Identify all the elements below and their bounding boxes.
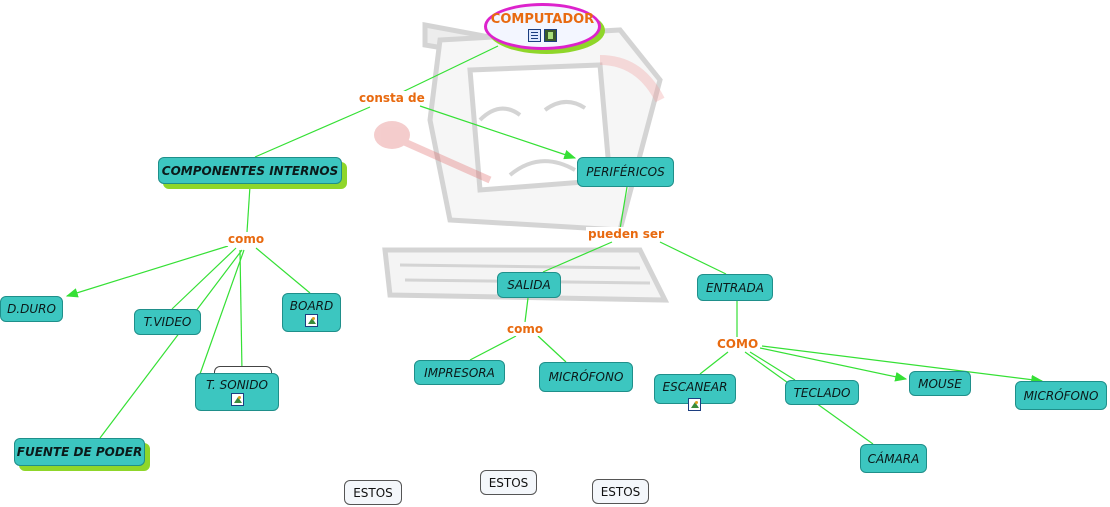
link-como-board: [255, 247, 311, 294]
concept-impresora[interactable]: IMPRESORA: [414, 360, 505, 385]
link-como-escanear: [699, 351, 729, 375]
concept-label: IMPRESORA: [424, 365, 495, 380]
concept-label: SALIDA: [507, 278, 551, 292]
concept-label: CÁMARA: [867, 451, 920, 466]
concept-label: T. SONIDO: [206, 378, 268, 392]
link-consta-componentes: [254, 106, 371, 158]
root-resource-icons: [528, 28, 557, 42]
concept-entrada[interactable]: ENTRADA: [697, 274, 773, 301]
linking-phrase-como-internos: como: [226, 232, 267, 246]
image-resource-icon[interactable]: [688, 398, 701, 411]
concept-escanear[interactable]: ESCANEAR: [654, 374, 736, 404]
concept-teclado[interactable]: TECLADO: [785, 380, 859, 405]
concept-label: D.DURO: [7, 302, 56, 316]
estos-button-1[interactable]: ESTOS: [344, 480, 402, 505]
concept-label: MICRÓFONO: [548, 370, 624, 384]
concept-label: MICRÓFONO: [1023, 388, 1099, 403]
root-concept-label: COMPUTADOR: [490, 11, 595, 27]
image-resource-icon[interactable]: [305, 313, 318, 327]
concept-perifericos[interactable]: PERIFÉRICOS: [577, 157, 674, 187]
concept-label: FUENTE DE PODER: [16, 445, 143, 459]
concept-fuente-de-poder[interactable]: FUENTE DE PODER: [14, 438, 145, 466]
link-root-consta: [391, 45, 499, 98]
link-pueden-salida: [542, 241, 613, 273]
estos-button-2[interactable]: ESTOS: [480, 470, 537, 495]
link-salida-como: [524, 297, 529, 323]
concept-label: ENTRADA: [706, 280, 764, 295]
link-como-teclado: [749, 351, 796, 381]
estos-button-3[interactable]: ESTOS: [592, 479, 649, 504]
link-como-tsonido-a: [239, 249, 243, 373]
concept-label: ESCANEAR: [662, 380, 728, 394]
link-como-microfono-s: [537, 335, 567, 363]
concept-mouse[interactable]: MOUSE: [909, 371, 971, 396]
concept-salida[interactable]: SALIDA: [497, 272, 561, 298]
linking-phrase-como-salida: como: [505, 322, 546, 336]
link-como-impresora: [469, 335, 517, 361]
concept-microfono-salida[interactable]: MICRÓFONO: [539, 362, 633, 392]
link-pueden-entrada: [659, 241, 727, 275]
image-resource-icon[interactable]: [230, 393, 244, 406]
root-concept-computador[interactable]: COMPUTADOR: [484, 3, 601, 50]
concept-board[interactable]: BOARD: [282, 293, 341, 332]
concept-t-video[interactable]: T.VIDEO: [134, 309, 201, 335]
link-componentes-como: [246, 185, 251, 233]
concept-label: TECLADO: [793, 385, 851, 400]
linking-phrase-pueden-ser: pueden ser: [586, 227, 666, 241]
video-icon[interactable]: [544, 28, 557, 42]
concept-t-sonido[interactable]: T. SONIDO: [195, 373, 279, 411]
linking-phrase-consta-de: consta de: [357, 91, 427, 105]
link-como-dduro: [65, 245, 229, 298]
concept-label: BOARD: [289, 298, 334, 313]
concept-d-duro[interactable]: D.DURO: [0, 296, 63, 322]
link-como-fuente: [99, 249, 243, 439]
link-como-tsonido-b: [199, 249, 245, 375]
concept-label: T.VIDEO: [143, 315, 192, 329]
link-consta-perifericos: [419, 105, 577, 160]
concept-microfono-entrada[interactable]: MICRÓFONO: [1015, 381, 1107, 410]
concept-componentes-internos[interactable]: COMPONENTES INTERNOS: [158, 157, 342, 184]
link-perifericos-pueden: [619, 186, 628, 230]
linking-phrase-como-entrada: COMO: [715, 337, 761, 351]
link-como-mouse: [759, 347, 908, 382]
concept-label: PERIFÉRICOS: [586, 165, 665, 179]
link-como-tvideo: [171, 247, 237, 310]
concept-label: COMPONENTES INTERNOS: [161, 163, 339, 178]
concept-camara[interactable]: CÁMARA: [860, 444, 927, 473]
link-como-microfono-e: [761, 345, 1044, 385]
document-icon[interactable]: [528, 28, 541, 42]
concept-label: MOUSE: [918, 376, 962, 391]
